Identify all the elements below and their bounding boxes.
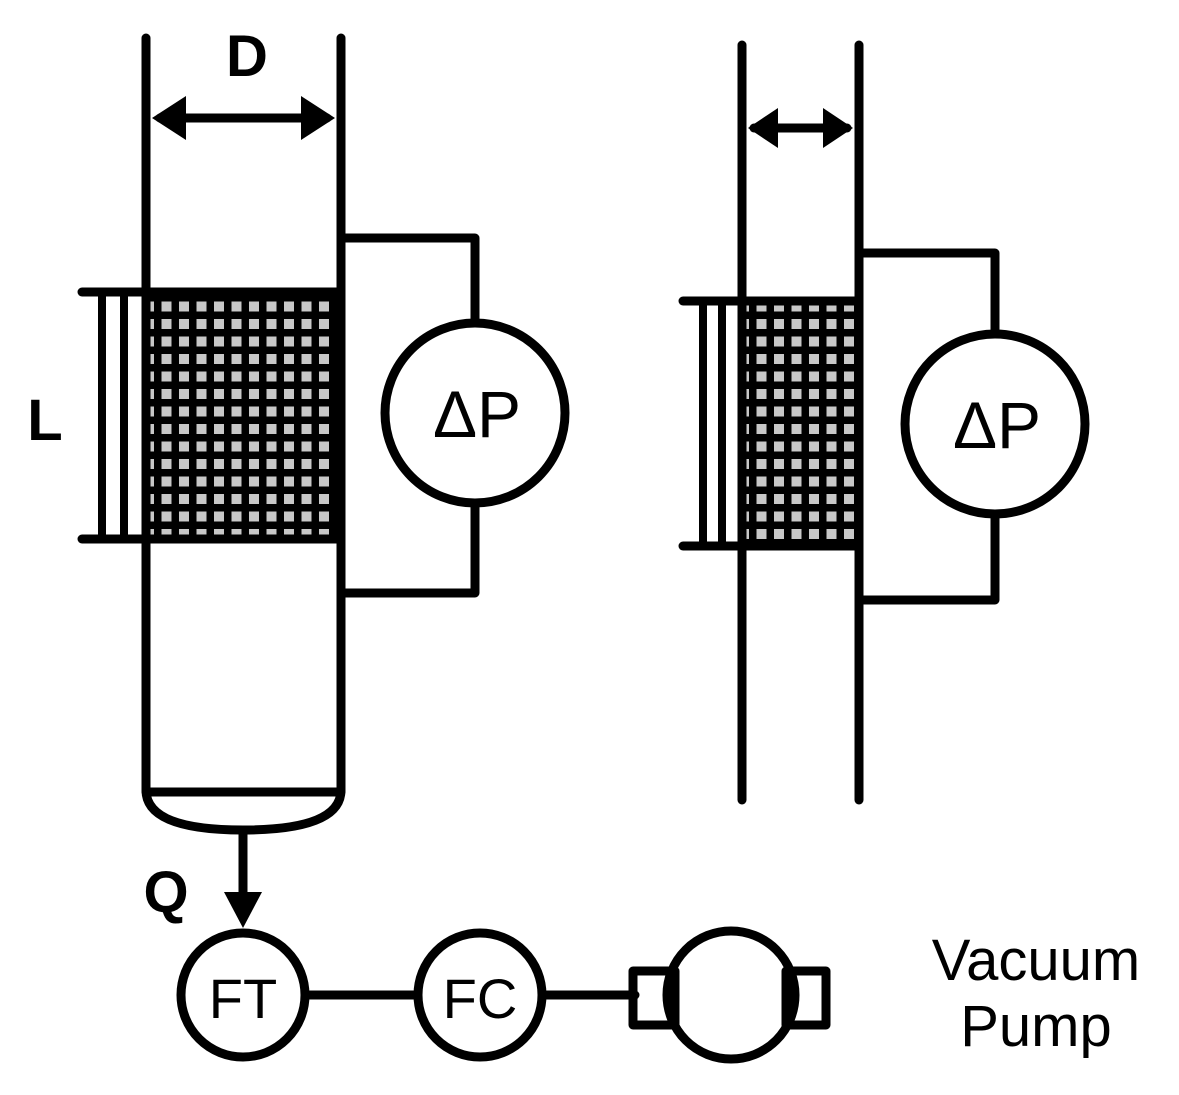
vacuum-pump xyxy=(662,926,800,1064)
right-dp-tap-top xyxy=(854,248,1000,337)
ft-label: FT xyxy=(209,967,277,1030)
left-dp-gauge xyxy=(380,318,570,508)
right-packing-bed xyxy=(744,298,856,546)
vacuum-label-line2: Pump xyxy=(960,994,1112,1059)
right-dp-label: ΔP xyxy=(953,388,1041,462)
flow-controller xyxy=(413,928,547,1062)
pump-port-right xyxy=(781,966,831,1030)
left-packing-bed xyxy=(148,288,338,538)
fc-label: FC xyxy=(443,967,518,1030)
flow-transmitter xyxy=(176,928,310,1062)
length-label: L xyxy=(27,388,62,453)
vacuum-label-line1: Vacuum xyxy=(932,928,1140,993)
right-dp-tap-bottom xyxy=(854,510,1000,605)
diameter-label: D xyxy=(226,24,268,89)
left-dp-tap-bottom xyxy=(336,499,480,598)
diameter-arrowhead-right xyxy=(301,96,335,140)
diameter-arrowhead-left xyxy=(152,96,186,140)
left-column xyxy=(77,33,570,928)
right-diameter-arrowhead-right xyxy=(823,108,853,148)
left-column-bottom-cap xyxy=(141,695,346,835)
right-dp-gauge xyxy=(900,329,1090,519)
left-dp-tap-top xyxy=(336,233,480,327)
flow-arrowhead xyxy=(224,892,262,928)
instrument-train xyxy=(176,926,831,1064)
flow-label: Q xyxy=(143,860,188,925)
left-dp-label: ΔP xyxy=(433,377,521,451)
pump-port-left xyxy=(628,966,680,1030)
right-column xyxy=(678,40,1090,805)
right-diameter-arrowhead-left xyxy=(748,108,778,148)
